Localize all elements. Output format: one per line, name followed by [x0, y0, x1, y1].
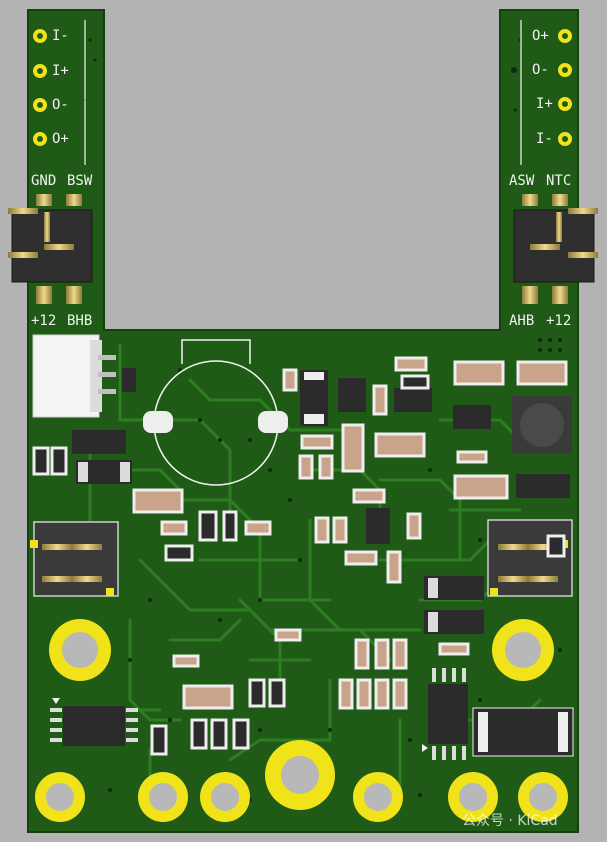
left-header-middle: [30, 521, 119, 597]
watermark-text: 公众号 · KiCad: [462, 813, 558, 829]
right-header-label-ahb: AHB: [509, 313, 535, 329]
left-pin-label-2: I+: [52, 63, 69, 79]
left-header-label-12v: +12: [31, 313, 57, 329]
left-pin-label-4: O+: [52, 131, 69, 147]
right-header-top: [513, 194, 598, 304]
right-header-middle: [487, 519, 573, 597]
mounting-holes: [49, 619, 554, 810]
left-pin-label-1: I-: [52, 28, 69, 44]
right-pin-label-3: I+: [536, 96, 553, 112]
left-header-label-bhb: BHB: [67, 313, 93, 329]
right-header-label-asw: ASW: [509, 173, 535, 189]
right-header-label-12v: +12: [546, 313, 572, 329]
passive-components: [132, 356, 568, 710]
right-pin-label-2: O-: [532, 62, 549, 78]
ic-components: [63, 368, 574, 757]
right-arm-pads: [558, 29, 572, 146]
left-header-label-gnd: GND: [31, 173, 57, 189]
left-pin-label-3: O-: [52, 97, 69, 113]
right-pin-label-1: O+: [532, 28, 549, 44]
battery-holder: [143, 339, 288, 486]
ic-leads: [50, 668, 466, 760]
bottom-pads: [35, 772, 568, 822]
right-pin-label-4: I-: [536, 131, 553, 147]
left-arm-pads: [33, 29, 47, 146]
left-header-label-bsw: BSW: [67, 173, 93, 189]
left-header-top: [8, 194, 93, 304]
right-header-label-ntc: NTC: [546, 173, 572, 189]
white-connector: [32, 334, 116, 418]
small-parts: [32, 374, 566, 756]
